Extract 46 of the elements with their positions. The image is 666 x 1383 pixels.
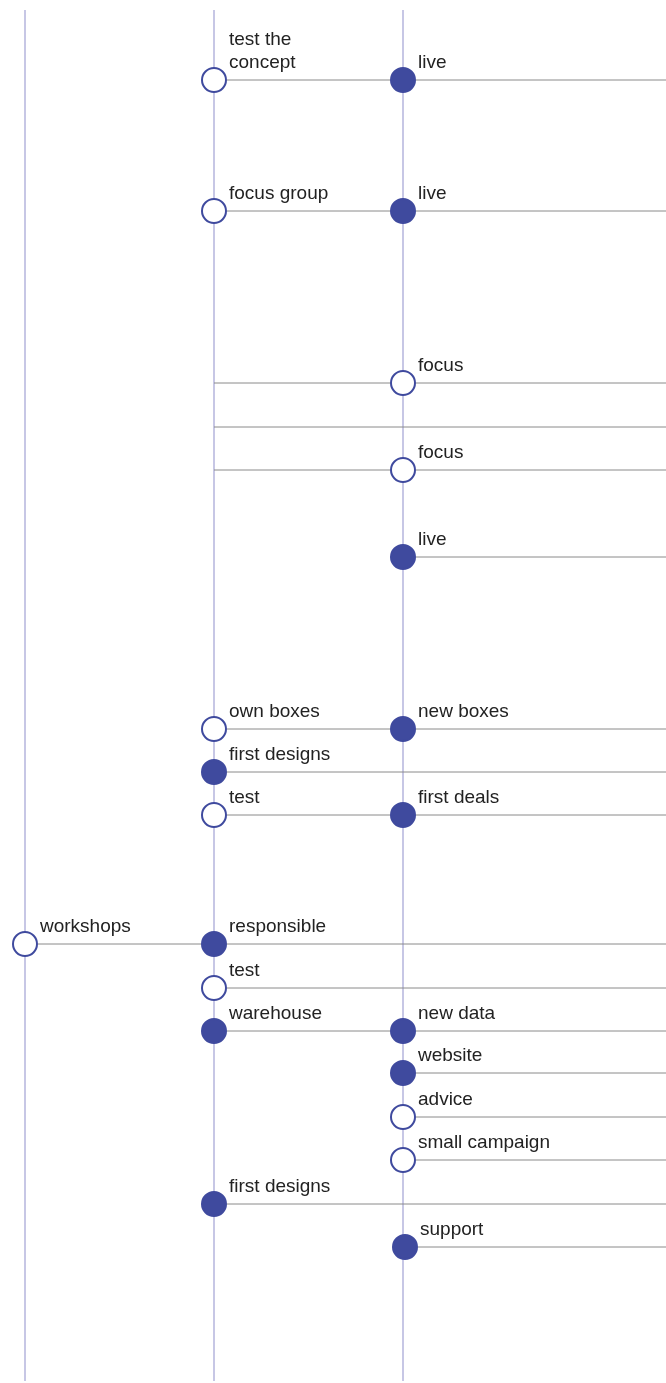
connector-line: [415, 1030, 666, 1032]
connector-line: [37, 943, 202, 945]
connector-line: [226, 1203, 666, 1205]
circle-label: first deals: [418, 786, 500, 809]
connector-line: [415, 728, 666, 730]
connector-line: [415, 79, 666, 81]
connector-line: [415, 1072, 666, 1074]
connector-line: [415, 556, 666, 558]
connector-line: [415, 814, 666, 816]
circle-label: focus: [418, 441, 464, 464]
circle-label: first designs: [229, 1175, 331, 1198]
circle-label: advice: [418, 1088, 473, 1111]
circle-label: live: [418, 528, 447, 551]
connector-line: [213, 382, 391, 384]
circle-label: test the concept: [229, 28, 297, 74]
circle-label: small campaign: [418, 1131, 550, 1154]
connector-line: [226, 79, 391, 81]
connector-line: [415, 1159, 666, 1161]
connector-line: [226, 771, 666, 773]
connector-line: [213, 469, 391, 471]
circle-label: test: [229, 786, 260, 809]
connector-line: [226, 210, 391, 212]
circle-label: responsible: [229, 915, 327, 938]
connector-line: [226, 728, 391, 730]
connector-line: [417, 1246, 666, 1248]
circle-label: new boxes: [418, 700, 509, 723]
circle-label: focus: [418, 354, 464, 377]
circle-label: live: [418, 51, 447, 74]
circle-label: live: [418, 182, 447, 205]
connector-line: [415, 469, 666, 471]
circle-label: new data: [418, 1002, 496, 1025]
circle-label: workshops: [40, 915, 131, 938]
connector-line: [226, 943, 666, 945]
connector-line: [226, 1030, 391, 1032]
connector-line: [415, 210, 666, 212]
connector-line: [415, 1116, 666, 1118]
connector-line: [226, 987, 666, 989]
circle-label: own boxes: [229, 700, 320, 723]
circle-label: focus group: [229, 182, 329, 205]
circle-label: website: [418, 1044, 483, 1067]
connector-line: [226, 814, 391, 816]
circle-label: support: [420, 1218, 484, 1241]
circle-label: first designs: [229, 743, 331, 766]
circle-label: test: [229, 959, 260, 982]
circle-label: warehouse: [229, 1002, 322, 1025]
connector-line: [415, 382, 666, 384]
